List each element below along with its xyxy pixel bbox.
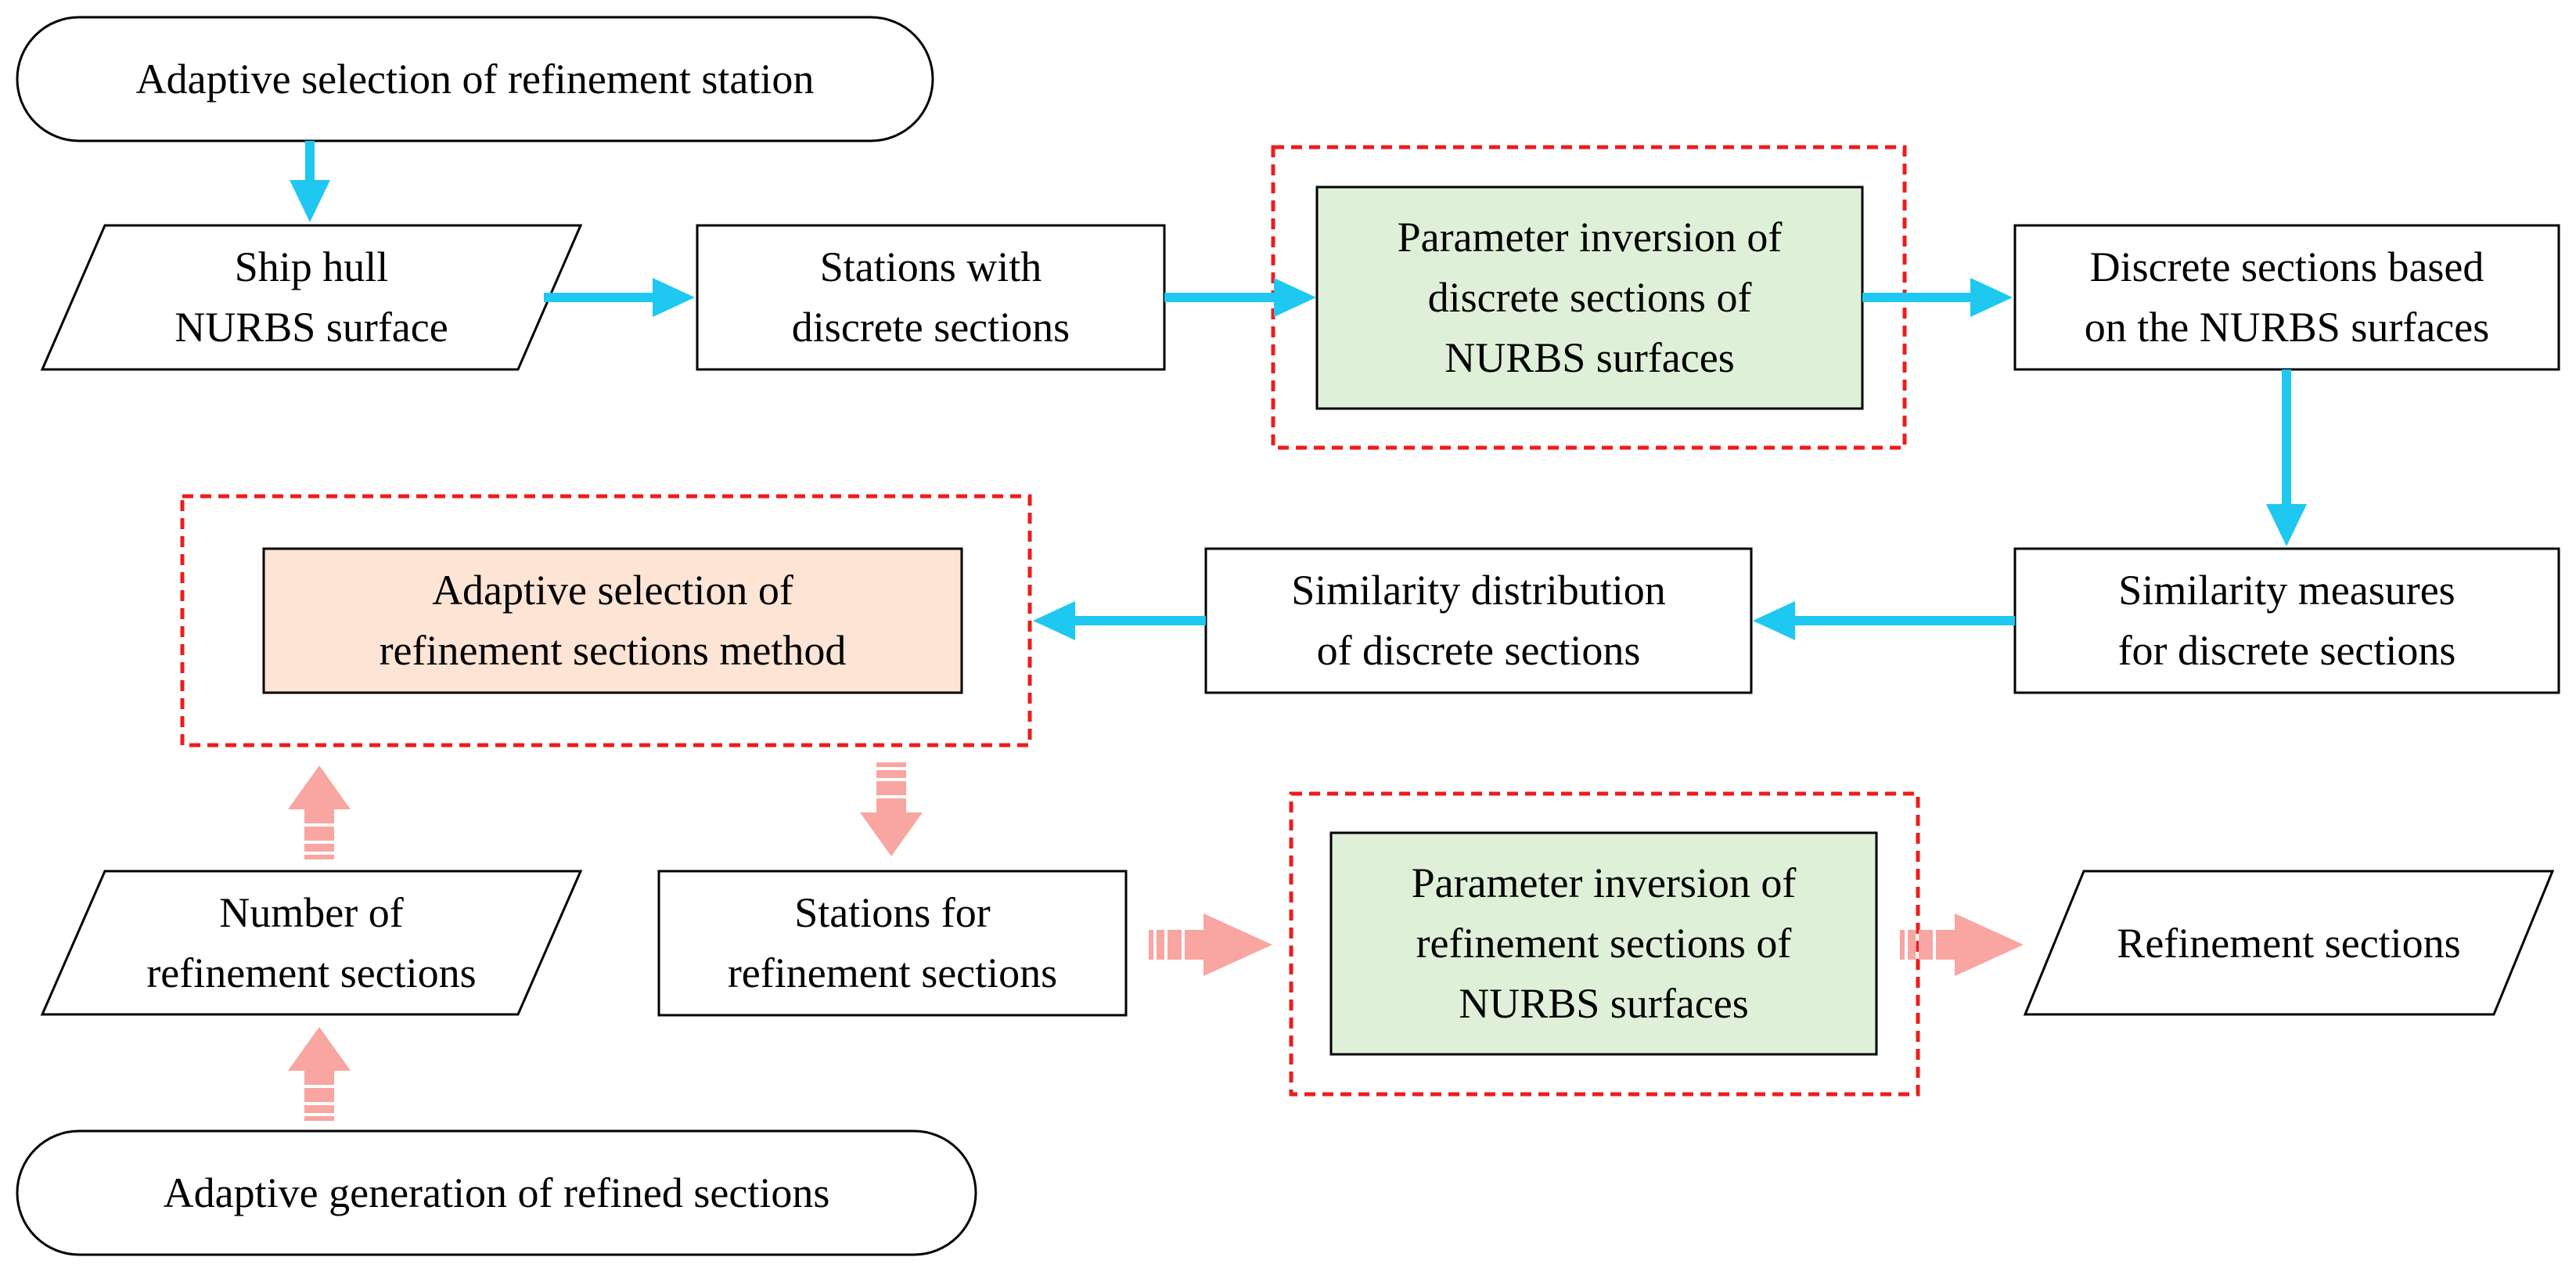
highlight-frame-adaptive-method <box>180 494 1032 747</box>
similarity-measures-box <box>2013 547 2560 694</box>
stations-discrete-box <box>696 224 1166 371</box>
start-terminator-shape <box>16 16 934 142</box>
number-refinement-label: Number of refinement sections <box>146 889 477 996</box>
stations-refinement-label: Stations for refinement sections <box>727 889 1058 996</box>
flow-arrow-stations-to-inversion <box>1164 278 1316 317</box>
flow-arrow-start-to-hull <box>290 141 330 222</box>
inversion-discrete-label: Parameter inversion of discrete sections… <box>1397 214 1783 381</box>
hull-surface-label: Ship hull NURBS surface <box>174 243 448 351</box>
feedback-arrow-number-to-method <box>288 765 351 859</box>
end-terminator-label: Adaptive generation of refined sections <box>163 1169 830 1216</box>
hull-parallelogram <box>40 224 583 371</box>
inversion-refinement-box <box>1329 831 1878 1056</box>
similarity-distribution-box <box>1204 547 1753 694</box>
flow-arrow-inversion-to-based <box>1862 278 2013 317</box>
stations-refinement-box <box>657 870 1128 1017</box>
adaptive-method-box <box>262 547 963 694</box>
refinement-sections-label: Refinement sections <box>2117 919 2461 967</box>
feedback-arrow-generation-to-number <box>288 1027 351 1121</box>
highlight-frame-refinement-inversion <box>1289 791 1920 1097</box>
flow-arrow-based-to-measures <box>2266 369 2307 546</box>
discrete-based-label: Discrete sections based on the NURBS sur… <box>2084 243 2490 351</box>
flow-arrow-distribution-to-method <box>1033 601 1206 640</box>
feedback-arrow-stations-to-inversion <box>1149 913 1272 976</box>
flow-arrow-hull-to-stations <box>544 278 695 317</box>
start-terminator-label: Adaptive selection of refinement station <box>135 55 815 103</box>
similarity-measures-label: Similarity measures for discrete section… <box>2117 567 2456 674</box>
stations-discrete-label: Stations with discrete sections <box>791 243 1070 351</box>
inversion-discrete-box <box>1315 186 1864 410</box>
discrete-based-box <box>2013 224 2560 371</box>
feedback-arrow-method-to-stations <box>860 762 923 856</box>
inversion-refinement-label: Parameter inversion of refinement sectio… <box>1411 859 1797 1027</box>
end-terminator-shape <box>16 1129 977 1256</box>
adaptive-method-label: Adaptive selection of refinement section… <box>379 567 847 674</box>
similarity-distribution-label: Similarity distribution of discrete sect… <box>1291 567 1666 674</box>
refinement-sections-parallelogram <box>2023 870 2555 1016</box>
number-parallelogram <box>40 870 583 1016</box>
feedback-arrow-inversion-to-refinement <box>1900 913 2024 976</box>
flow-arrow-measures-to-distribution <box>1753 601 2015 640</box>
